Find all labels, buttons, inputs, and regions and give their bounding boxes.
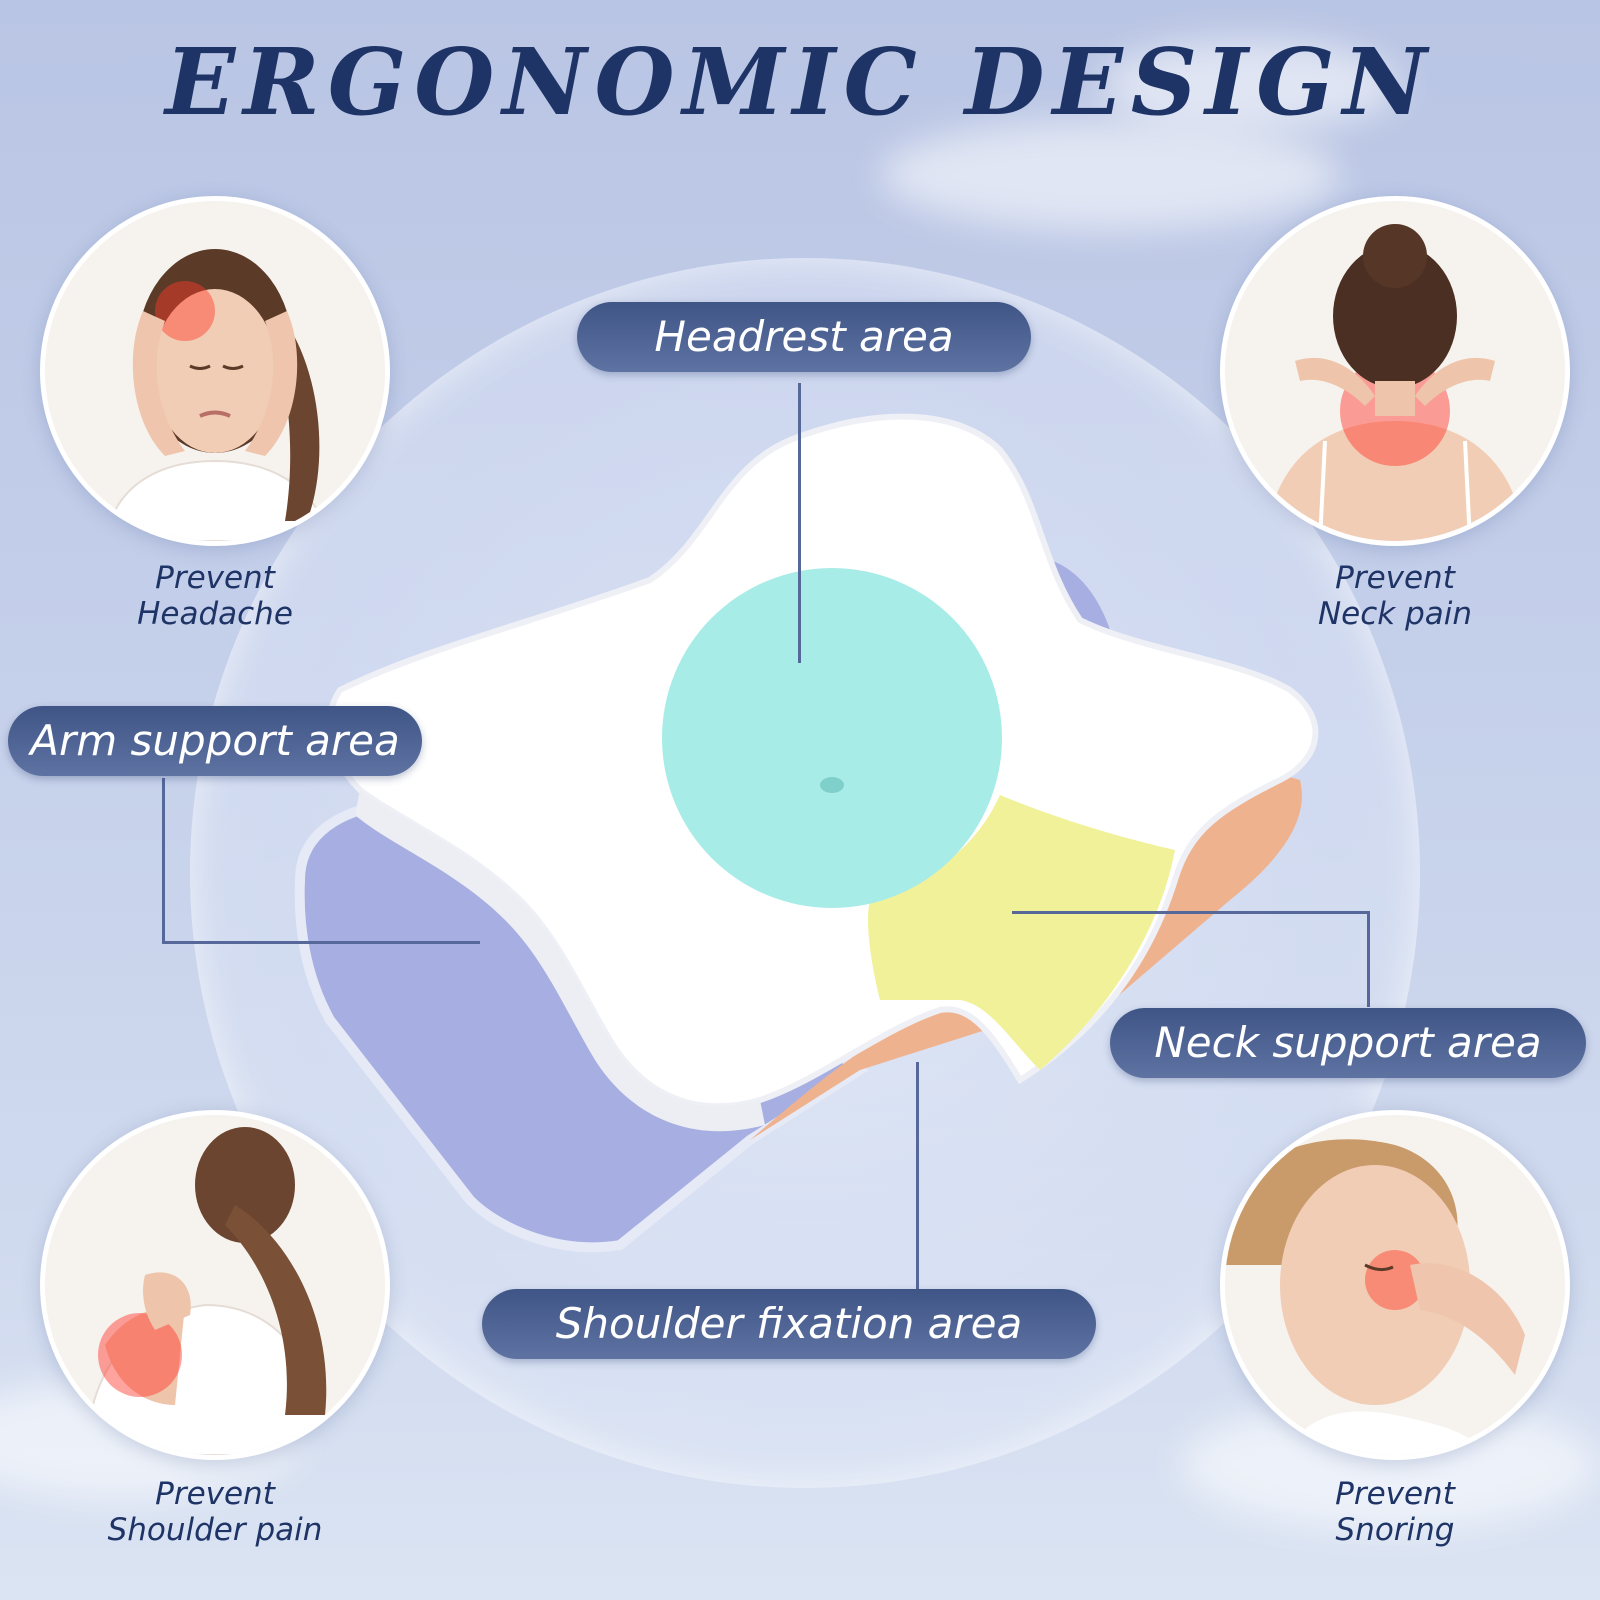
pillow-edge-band bbox=[355, 790, 765, 1132]
arm-connector-line-vertical bbox=[162, 778, 165, 944]
arm-connector-line-horizontal bbox=[162, 941, 480, 944]
caption-line-2: Neck pain bbox=[1317, 596, 1473, 632]
caption-line-2: Headache bbox=[137, 596, 293, 632]
caption-line-1: Prevent bbox=[1335, 560, 1455, 596]
snoring-caption: Prevent Snoring bbox=[1225, 1476, 1565, 1548]
shoulder-connector-line bbox=[916, 1062, 919, 1290]
headache-photo bbox=[40, 196, 390, 546]
headrest-zone bbox=[662, 568, 1002, 908]
shoulder-pain-photo bbox=[40, 1110, 390, 1460]
headrest-area-label: Headrest area bbox=[577, 302, 1031, 372]
shoulder-support-zone bbox=[750, 760, 1302, 1140]
shoulder-fixation-area-label: Shoulder fixation area bbox=[482, 1289, 1096, 1359]
caption-line-1: Prevent bbox=[155, 560, 275, 596]
neck-pain-photo bbox=[1220, 196, 1570, 546]
shoulder-pain-caption: Prevent Shoulder pain bbox=[45, 1476, 385, 1548]
headrest-connector-line bbox=[798, 383, 801, 663]
snoring-photo bbox=[1220, 1110, 1570, 1460]
caption-line-2: Shoulder pain bbox=[107, 1512, 323, 1548]
headache-caption: Prevent Headache bbox=[45, 560, 385, 632]
cloud-decoration bbox=[1100, 40, 1400, 130]
neck-connector-line-vertical bbox=[1367, 911, 1370, 1007]
caption-line-1: Prevent bbox=[1335, 1476, 1455, 1512]
caption-line-1: Prevent bbox=[155, 1476, 275, 1512]
page-title: ERGONOMIC DESIGN bbox=[165, 28, 1435, 136]
neck-pain-caption: Prevent Neck pain bbox=[1225, 560, 1565, 632]
caption-line-2: Snoring bbox=[1335, 1512, 1455, 1548]
arm-support-area-label: Arm support area bbox=[8, 706, 422, 776]
neck-support-area-label: Neck support area bbox=[1110, 1008, 1586, 1078]
headrest-center-dimple bbox=[820, 777, 844, 793]
neck-connector-line-horizontal bbox=[1012, 911, 1370, 914]
